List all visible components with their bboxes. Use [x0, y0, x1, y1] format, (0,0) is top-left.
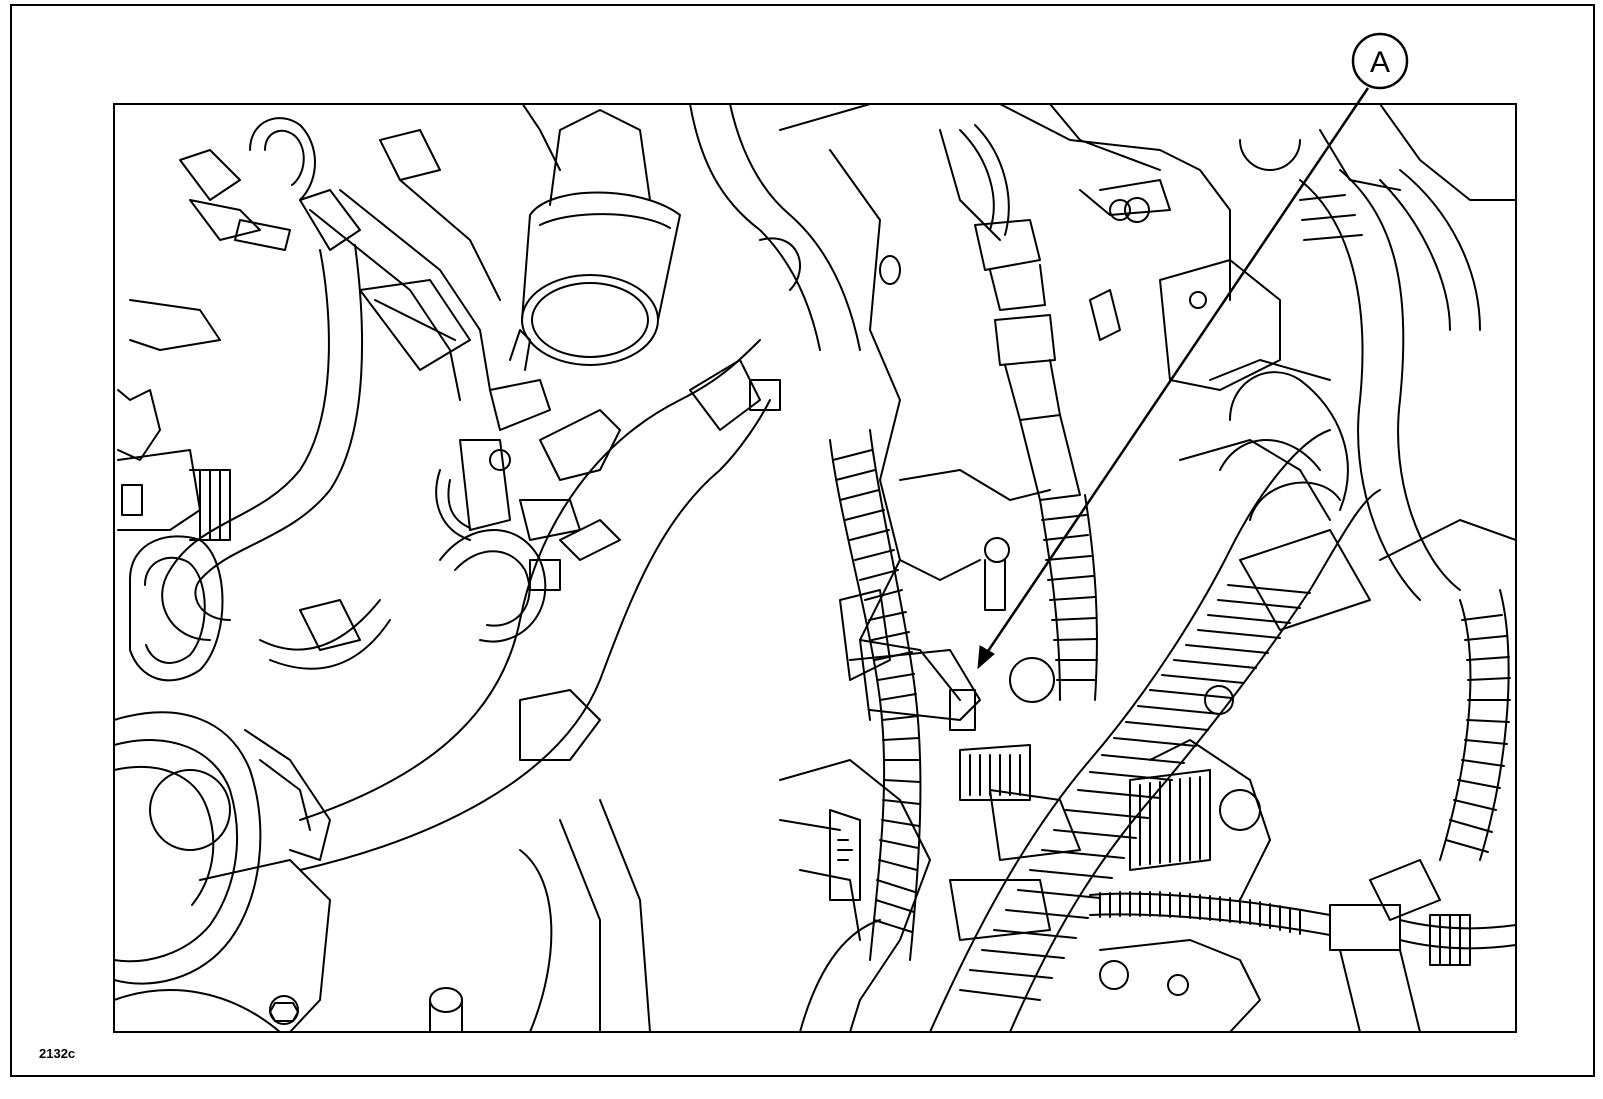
central-hose: [299, 104, 771, 1032]
ribbed-hose-right: [984, 494, 1098, 703]
outer-frame: [10, 4, 1595, 1077]
intake-pipe: [521, 109, 681, 366]
fuel-line-top: [959, 124, 1171, 501]
corrugated-conduit-center: [799, 429, 981, 1032]
bolts-and-clips: [234, 197, 1234, 1032]
center-hoses: [435, 104, 861, 591]
figure-reference-code: 2132c: [39, 1046, 76, 1061]
callout-a: A: [977, 32, 1409, 670]
left-housing: [114, 711, 331, 1032]
callout-arrowhead: [977, 645, 995, 670]
callout-label: A: [1370, 46, 1390, 79]
callout-leader-line: [980, 87, 1370, 661]
lower-harness: [1089, 891, 1516, 1032]
right-hoses: [1299, 169, 1511, 921]
u-shaped-hose: [129, 244, 391, 682]
callout-circle: [1351, 32, 1409, 90]
line-art: [114, 104, 1516, 1032]
main-wiring-loom: [929, 371, 1381, 1032]
inner-frame: [113, 103, 1517, 1033]
upper-left-hoses: [117, 117, 501, 541]
